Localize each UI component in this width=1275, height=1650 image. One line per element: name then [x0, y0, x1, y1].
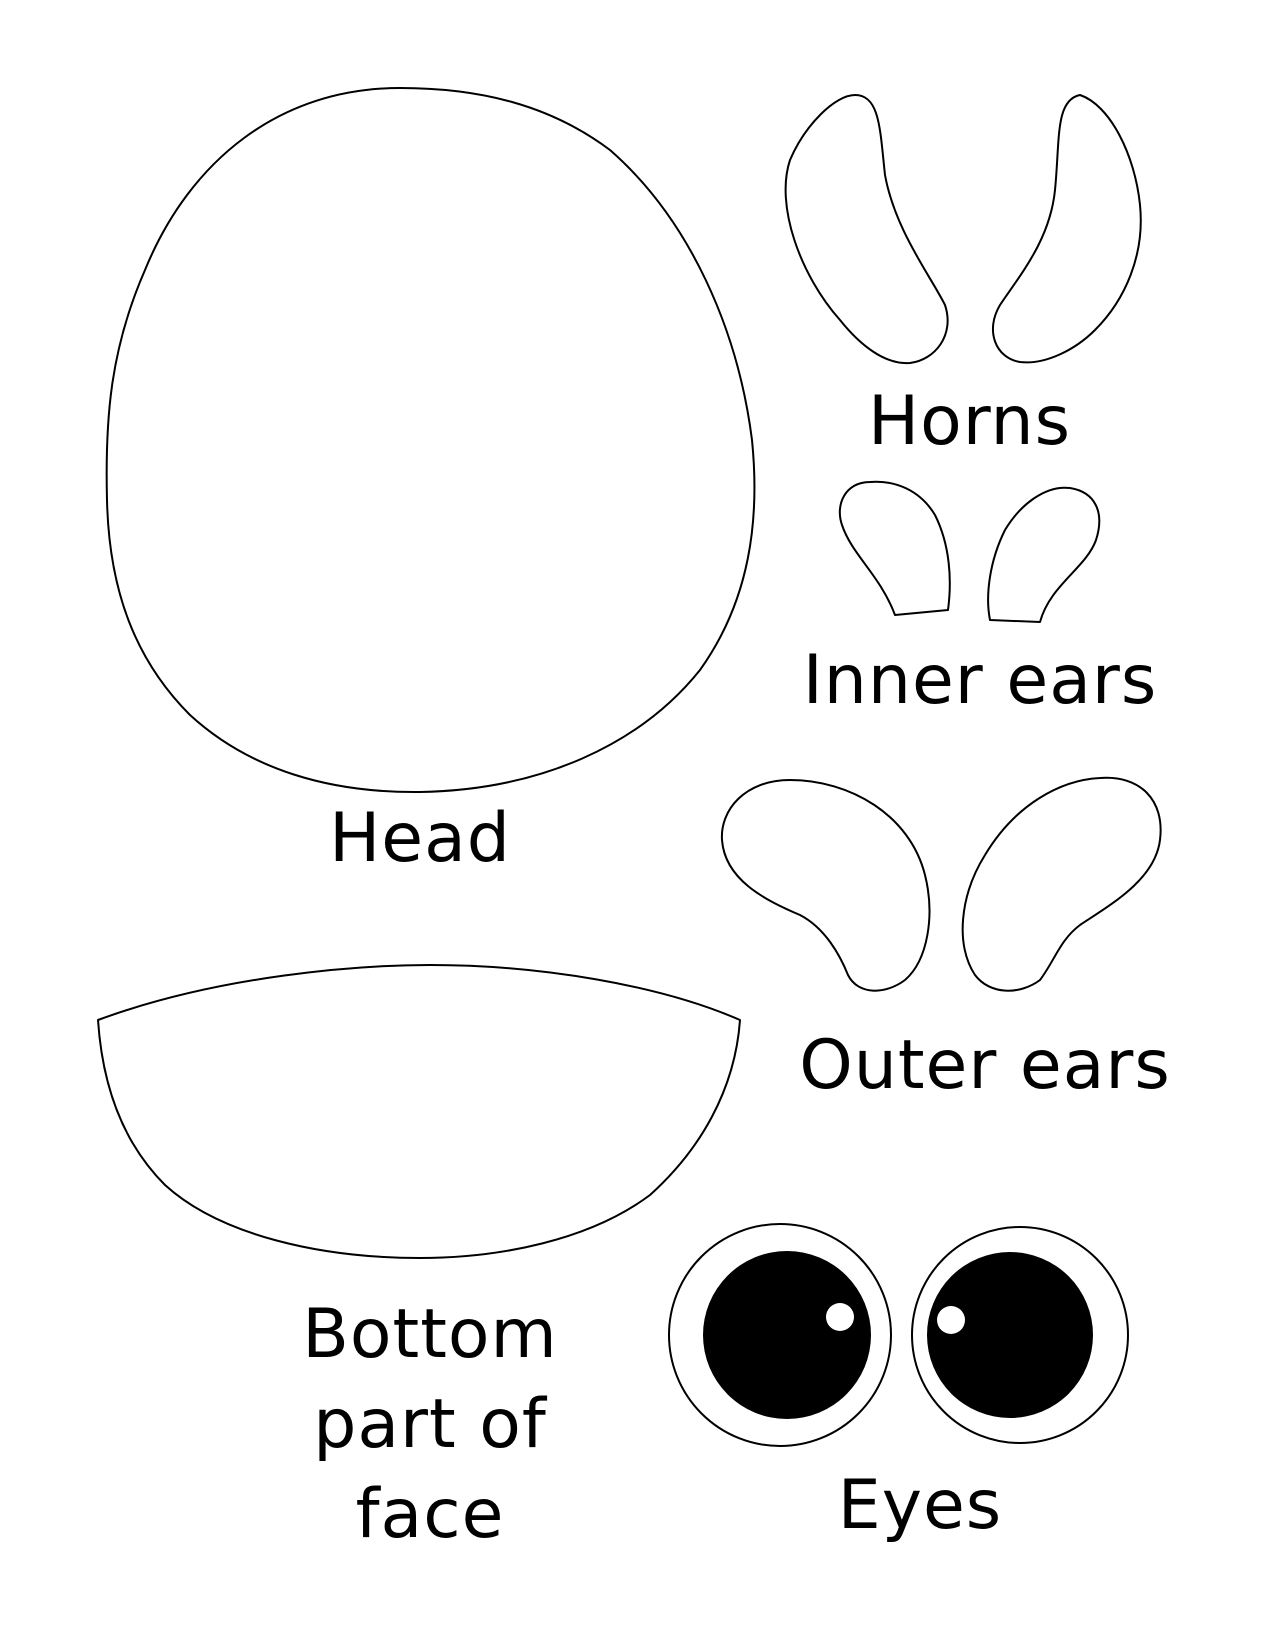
head-shape: [105, 87, 756, 794]
horns-label: Horns: [868, 382, 1072, 461]
left-eye-pupil: [703, 1251, 871, 1419]
outer-ears-label: Outer ears: [799, 1026, 1171, 1105]
left-eye-glint: [826, 1303, 854, 1331]
right-eye: [911, 1226, 1129, 1444]
eyes-label: Eyes: [837, 1466, 1003, 1545]
left-eye: [668, 1223, 892, 1447]
head-label: Head: [329, 799, 511, 878]
left-horn-shape: [784, 94, 949, 365]
right-eye-glint: [937, 1306, 965, 1334]
right-eye-pupil: [927, 1252, 1093, 1418]
left-inner-ear-shape: [838, 480, 951, 616]
right-horn-shape: [991, 94, 1142, 364]
bottom-face-label: Bottom part of face: [302, 1295, 558, 1554]
right-inner-ear-shape: [987, 486, 1101, 623]
left-outer-ear-shape: [720, 779, 931, 992]
inner-ears-label: Inner ears: [802, 641, 1158, 720]
right-outer-ear-shape: [961, 776, 1162, 992]
bottom-face-shape: [97, 964, 741, 1259]
